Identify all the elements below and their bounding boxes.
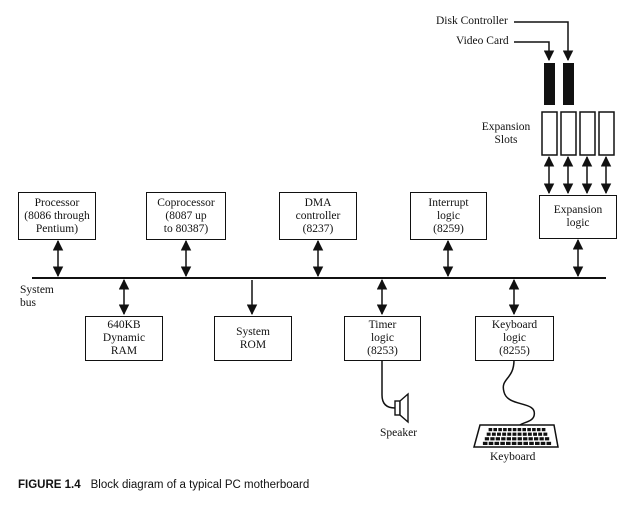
keyboard-key (506, 441, 511, 445)
keyboard-key (512, 432, 517, 436)
keyboard-key (523, 437, 528, 441)
keyboard-key (482, 441, 488, 445)
keyboard-key (517, 441, 523, 445)
keyboard-key (495, 437, 500, 441)
keyboard-key (494, 441, 500, 445)
keyboard-key (490, 437, 495, 441)
keyboard-cable (502, 359, 535, 426)
keyboard-key (527, 432, 532, 436)
keyboard-key (517, 437, 522, 441)
keyboard-key (539, 437, 544, 441)
keyboard-key (500, 441, 505, 445)
expansion-slot-3 (579, 111, 596, 156)
expansion-slot-2 (560, 111, 577, 156)
disk-controller-block (563, 63, 574, 105)
processor-box: Processor (8086 through Pentium) (18, 192, 96, 240)
disk-controller-pointer (514, 21, 574, 62)
keyboard-key (544, 437, 550, 441)
speaker-icon (394, 392, 409, 424)
keyboard-key (538, 432, 543, 436)
coprocessor-box: Coprocessor (8087 up to 80387) (146, 192, 226, 240)
figure-caption-text: Block diagram of a typical PC motherboar… (90, 479, 310, 491)
keyboard-key (522, 428, 526, 432)
keyboard-label: Keyboard (490, 451, 536, 463)
keyboard-icon (473, 424, 559, 448)
disk-controller-label: Disk Controller (436, 15, 508, 27)
keyboard-key (541, 428, 546, 432)
keyboard-key (534, 437, 539, 441)
keyboard-key (493, 428, 497, 432)
keyboard-key (501, 437, 506, 441)
keyboard-key (540, 441, 546, 445)
keyboard-key (497, 432, 501, 436)
keyboard-key (512, 437, 517, 441)
keyboard-key (536, 428, 541, 432)
speaker-cable (381, 360, 396, 409)
keyboard-key (488, 441, 494, 445)
speaker-label: Speaker (380, 427, 418, 439)
dma-controller-box: DMA controller (8237) (279, 192, 357, 240)
keyboard-key (486, 432, 491, 436)
keyboard-key (543, 432, 548, 436)
keyboard-key (517, 428, 522, 432)
video-card-block (544, 63, 555, 105)
system-bus-label: System bus (20, 284, 54, 309)
keyboard-key (498, 428, 502, 432)
figure-caption: FIGURE 1.4 Block diagram of a typical PC … (18, 479, 309, 491)
keyboard-key (503, 428, 507, 432)
keyboard-key (511, 441, 517, 445)
keyboard-key (484, 437, 490, 441)
keyboard-key (529, 441, 534, 445)
keyboard-key (517, 432, 522, 436)
keyboard-key (502, 432, 507, 436)
video-card-pointer (514, 41, 555, 62)
keyboard-key (488, 428, 493, 432)
video-card-label: Video Card (456, 35, 509, 47)
keyboard-key (512, 428, 517, 432)
keyboard-key (522, 432, 527, 436)
keyboard-key (506, 437, 511, 441)
keyboard-key (507, 432, 512, 436)
figure-number: FIGURE 1.4 (18, 479, 81, 491)
system-rom-box: System ROM (214, 316, 292, 361)
keyboard-key (546, 441, 552, 445)
keyboard-key (532, 428, 536, 432)
keyboard-key (491, 432, 496, 436)
keyboard-logic-box: Keyboard logic (8255) (475, 316, 554, 361)
expansion-slot-1 (541, 111, 558, 156)
keyboard-key (507, 428, 512, 432)
keyboard-key (523, 441, 528, 445)
interrupt-logic-box: Interrupt logic (8259) (410, 192, 487, 240)
keyboard-key (528, 437, 533, 441)
ram-box: 640KB Dynamic RAM (85, 316, 163, 361)
keyboard-key (533, 432, 537, 436)
keyboard-key (527, 428, 531, 432)
expansion-slot-4 (598, 111, 615, 156)
expansion-logic-box: Expansion logic (539, 195, 617, 239)
timer-logic-box: Timer logic (8253) (344, 316, 421, 361)
expansion-slots-label: Expansion Slots (481, 121, 531, 146)
keyboard-key (535, 441, 540, 445)
